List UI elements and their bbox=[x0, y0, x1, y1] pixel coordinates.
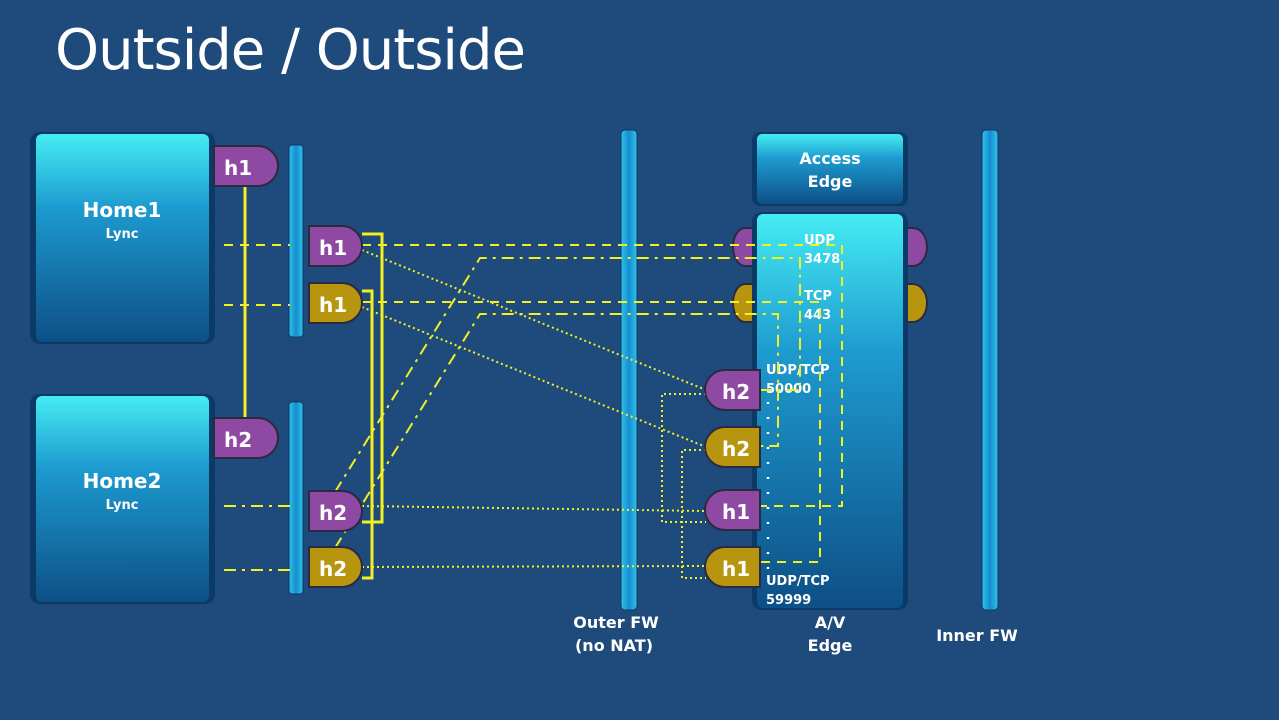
home1-sub: Lync bbox=[106, 227, 139, 242]
access-edge-box: Access Edge bbox=[752, 132, 908, 206]
home1-nat-bar bbox=[288, 144, 304, 338]
nat-h1-purple-label: h1 bbox=[319, 236, 347, 260]
av-h2-gold: h2 bbox=[704, 426, 761, 468]
home1-box: Home1 Lync bbox=[30, 132, 215, 344]
nat-h1-gold-label: h1 bbox=[319, 293, 347, 317]
home2-nat-bar bbox=[288, 401, 304, 595]
h1-h2-bracket-inner bbox=[362, 289, 374, 580]
nat-h2-purple: h2 bbox=[308, 490, 363, 532]
h1-udp-allocation bbox=[362, 244, 843, 507]
home2-name: Home2 bbox=[83, 469, 162, 493]
av-h1-purple: h1 bbox=[704, 489, 761, 531]
loop-tcp bbox=[681, 449, 706, 579]
peer-h2-to-h1-tcp bbox=[361, 565, 707, 568]
range-start-proto: UDP/TCP bbox=[766, 363, 830, 378]
peer-h2-to-h1-udp bbox=[361, 505, 707, 512]
av-edge-box bbox=[752, 212, 908, 610]
peer-h1-to-h2-tcp bbox=[361, 306, 707, 448]
nat-h1-gold: h1 bbox=[308, 282, 363, 324]
access-edge-line2: Edge bbox=[808, 172, 853, 191]
tcp-port: 443 bbox=[804, 308, 831, 323]
outer-firewall bbox=[620, 129, 638, 611]
outer-fw-label: Outer FW bbox=[573, 613, 659, 632]
av-h2-purple: h2 bbox=[704, 369, 761, 411]
page-title: Outside / Outside bbox=[55, 18, 526, 83]
home2-host-label: h2 bbox=[224, 428, 252, 452]
av-edge-sublabel: Edge bbox=[808, 636, 853, 655]
h1-tcp-allocation bbox=[362, 301, 821, 563]
av-h1-gold: h1 bbox=[704, 546, 761, 588]
nat-h1-purple: h1 bbox=[308, 225, 363, 267]
h2-udp-allocation bbox=[334, 257, 801, 493]
home1-host-label: h1 bbox=[224, 156, 252, 180]
range-end-proto: UDP/TCP bbox=[766, 574, 830, 589]
connection-lines bbox=[224, 178, 843, 580]
nat-h2-gold: h2 bbox=[308, 546, 363, 588]
home2-host-h2: h2 bbox=[213, 417, 279, 459]
home1-host-h1: h1 bbox=[213, 145, 279, 187]
av-h1-gold-label: h1 bbox=[722, 557, 750, 581]
outer-fw-sublabel: (no NAT) bbox=[575, 636, 653, 655]
nat-h2-purple-label: h2 bbox=[319, 501, 347, 525]
udp-port: 3478 bbox=[804, 252, 840, 267]
loop-udp bbox=[661, 393, 706, 523]
home1-name: Home1 bbox=[83, 198, 162, 222]
home2-box: Home2 Lync bbox=[30, 394, 215, 604]
home2-sub: Lync bbox=[106, 498, 139, 513]
av-h1-purple-label: h1 bbox=[722, 500, 750, 524]
peer-h1-to-h2-udp bbox=[361, 249, 707, 391]
tcp-label: TCP bbox=[804, 289, 832, 304]
av-edge-label: A/V bbox=[815, 613, 846, 632]
access-edge-line1: Access bbox=[799, 149, 860, 168]
nat-h2-gold-label: h2 bbox=[319, 557, 347, 581]
av-h2-purple-label: h2 bbox=[722, 380, 750, 404]
h2-tcp-allocation bbox=[334, 313, 779, 549]
inner-fw-label: Inner FW bbox=[936, 626, 1018, 645]
av-h2-gold-label: h2 bbox=[722, 437, 750, 461]
inner-firewall bbox=[981, 129, 999, 611]
range-end-port: 59999 bbox=[766, 593, 811, 608]
